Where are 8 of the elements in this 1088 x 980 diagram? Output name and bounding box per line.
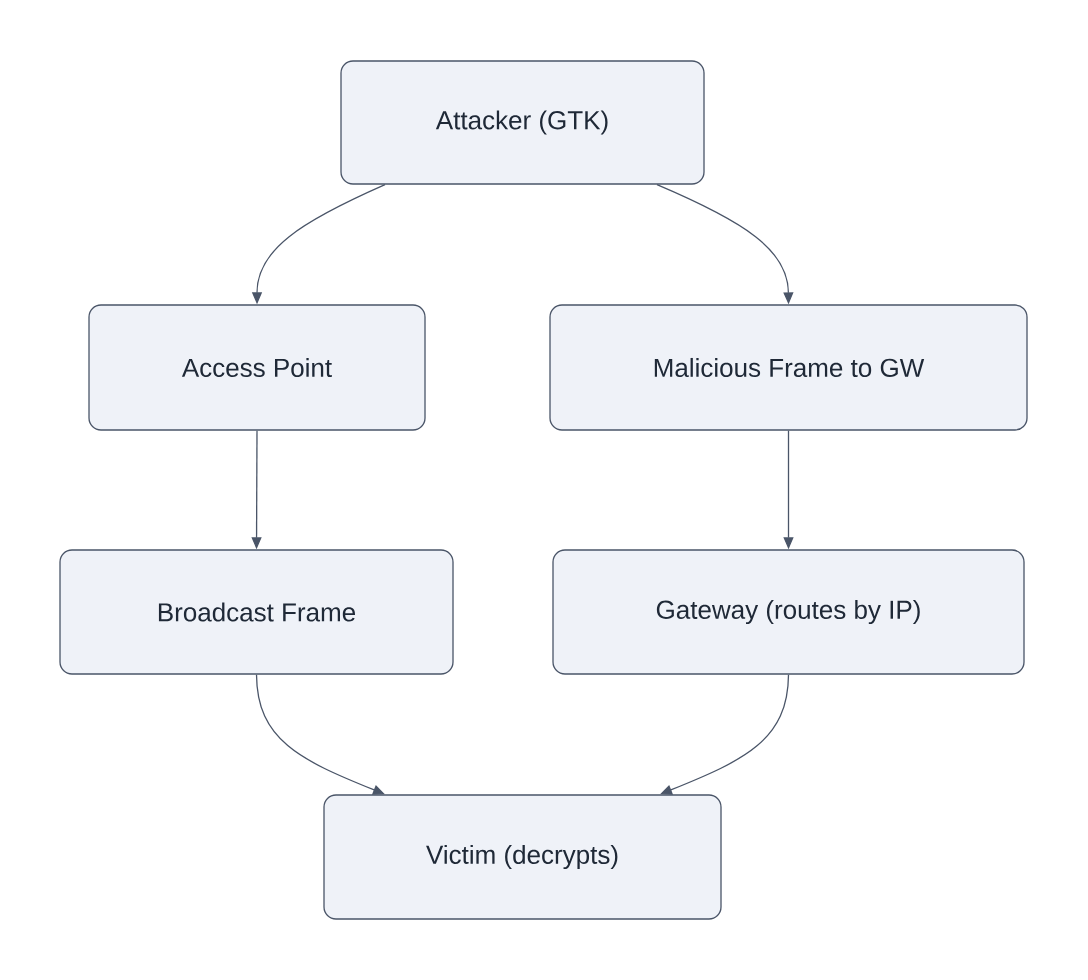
process-box: Attacker (GTK) bbox=[340, 60, 705, 185]
arrow bbox=[660, 674, 790, 795]
process-box: Victim (decrypts) bbox=[323, 794, 722, 920]
process-box: Broadcast Frame bbox=[59, 549, 454, 675]
process-box: Access Point bbox=[88, 304, 426, 431]
arrow bbox=[255, 674, 385, 795]
process-box: Gateway (routes by IP) bbox=[552, 549, 1025, 675]
process-box: Malicious Frame to GW bbox=[549, 304, 1028, 431]
